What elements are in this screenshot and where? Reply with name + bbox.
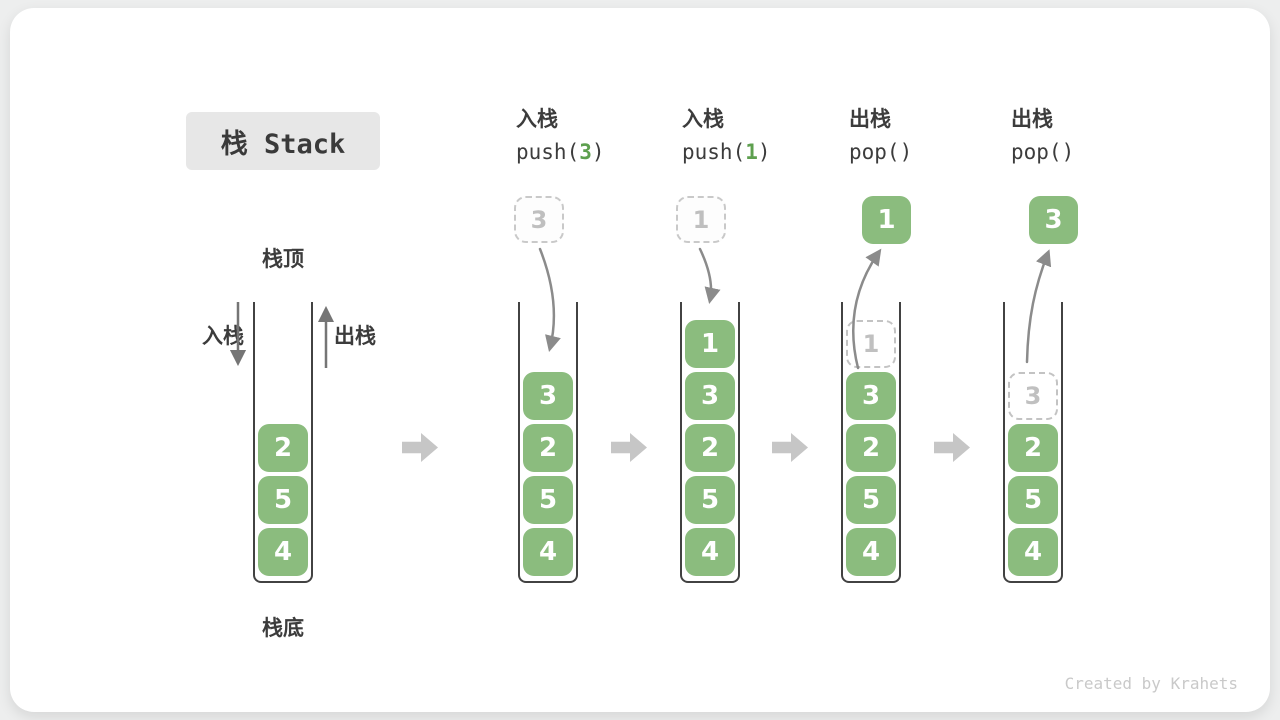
- ghost-slot: 1: [846, 320, 896, 368]
- stack-cell: 5: [685, 476, 735, 524]
- fn-post: ): [899, 140, 913, 164]
- stack-container-pop-3: [1003, 302, 1063, 583]
- stack-container-push-3: [518, 302, 578, 583]
- stack-bottom-label: 栈底: [262, 616, 304, 640]
- diagram-title: 栈 Stack: [186, 112, 380, 170]
- ghost-slot: 3: [1008, 372, 1058, 420]
- fn-post: ): [591, 140, 605, 164]
- stack-cell: 2: [523, 424, 573, 472]
- stack-cell: 3: [685, 372, 735, 420]
- incoming-element: 1: [676, 196, 726, 243]
- fn-pre: pop(: [1011, 140, 1062, 164]
- fn-pre: pop(: [849, 140, 900, 164]
- push-side-label: 入栈: [202, 324, 244, 348]
- stack-cell: 5: [1008, 476, 1058, 524]
- stack-cell: 3: [523, 372, 573, 420]
- op-cn-label: 入栈: [682, 107, 724, 131]
- op-code-label: pop(): [849, 134, 1019, 170]
- stack-container-push-1: [680, 302, 740, 583]
- stack-cell: 4: [1008, 528, 1058, 576]
- fn-post: ): [1061, 140, 1075, 164]
- fn-arg: 3: [579, 140, 592, 164]
- stack-cell: 4: [685, 528, 735, 576]
- op-cn-label: 入栈: [516, 107, 558, 131]
- op-code-label: pop(): [1011, 134, 1181, 170]
- stack-cell: 4: [523, 528, 573, 576]
- op-code-label: push(1): [682, 134, 852, 170]
- stack-cell: 2: [258, 424, 308, 472]
- stack-cell: 2: [846, 424, 896, 472]
- stack-cell: 5: [258, 476, 308, 524]
- diagram-title-text: 栈 Stack: [220, 128, 346, 160]
- stack-cell: 1: [685, 320, 735, 368]
- op-cn-label: 出栈: [1011, 107, 1053, 131]
- stack-container-pop-1: [841, 302, 901, 583]
- op-code-label: push(3): [516, 134, 686, 170]
- stack-cell: 5: [523, 476, 573, 524]
- fn-pre: push(: [516, 140, 580, 164]
- stack-cell: 3: [846, 372, 896, 420]
- op-label-push-1: 入栈 push(1): [682, 104, 852, 170]
- op-label-pop-3: 出栈 pop(): [1011, 104, 1181, 170]
- stack-cell: 5: [846, 476, 896, 524]
- incoming-element: 3: [514, 196, 564, 243]
- stack-cell: 4: [846, 528, 896, 576]
- stack-cell: 4: [258, 528, 308, 576]
- op-cn-label: 出栈: [849, 107, 891, 131]
- pop-side-label: 出栈: [334, 324, 376, 348]
- op-label-push-3: 入栈 push(3): [516, 104, 686, 170]
- stack-cell: 2: [1008, 424, 1058, 472]
- popped-element: 3: [1029, 196, 1078, 244]
- popped-element: 1: [862, 196, 911, 244]
- op-label-pop-1: 出栈 pop(): [849, 104, 1019, 170]
- fn-arg: 1: [745, 140, 758, 164]
- stack-top-label: 栈顶: [262, 247, 304, 271]
- stack-container-initial: [253, 302, 313, 583]
- fn-post: ): [757, 140, 771, 164]
- stack-cell: 2: [685, 424, 735, 472]
- credit-text: Created by Krahets: [1064, 674, 1238, 693]
- fn-pre: push(: [682, 140, 746, 164]
